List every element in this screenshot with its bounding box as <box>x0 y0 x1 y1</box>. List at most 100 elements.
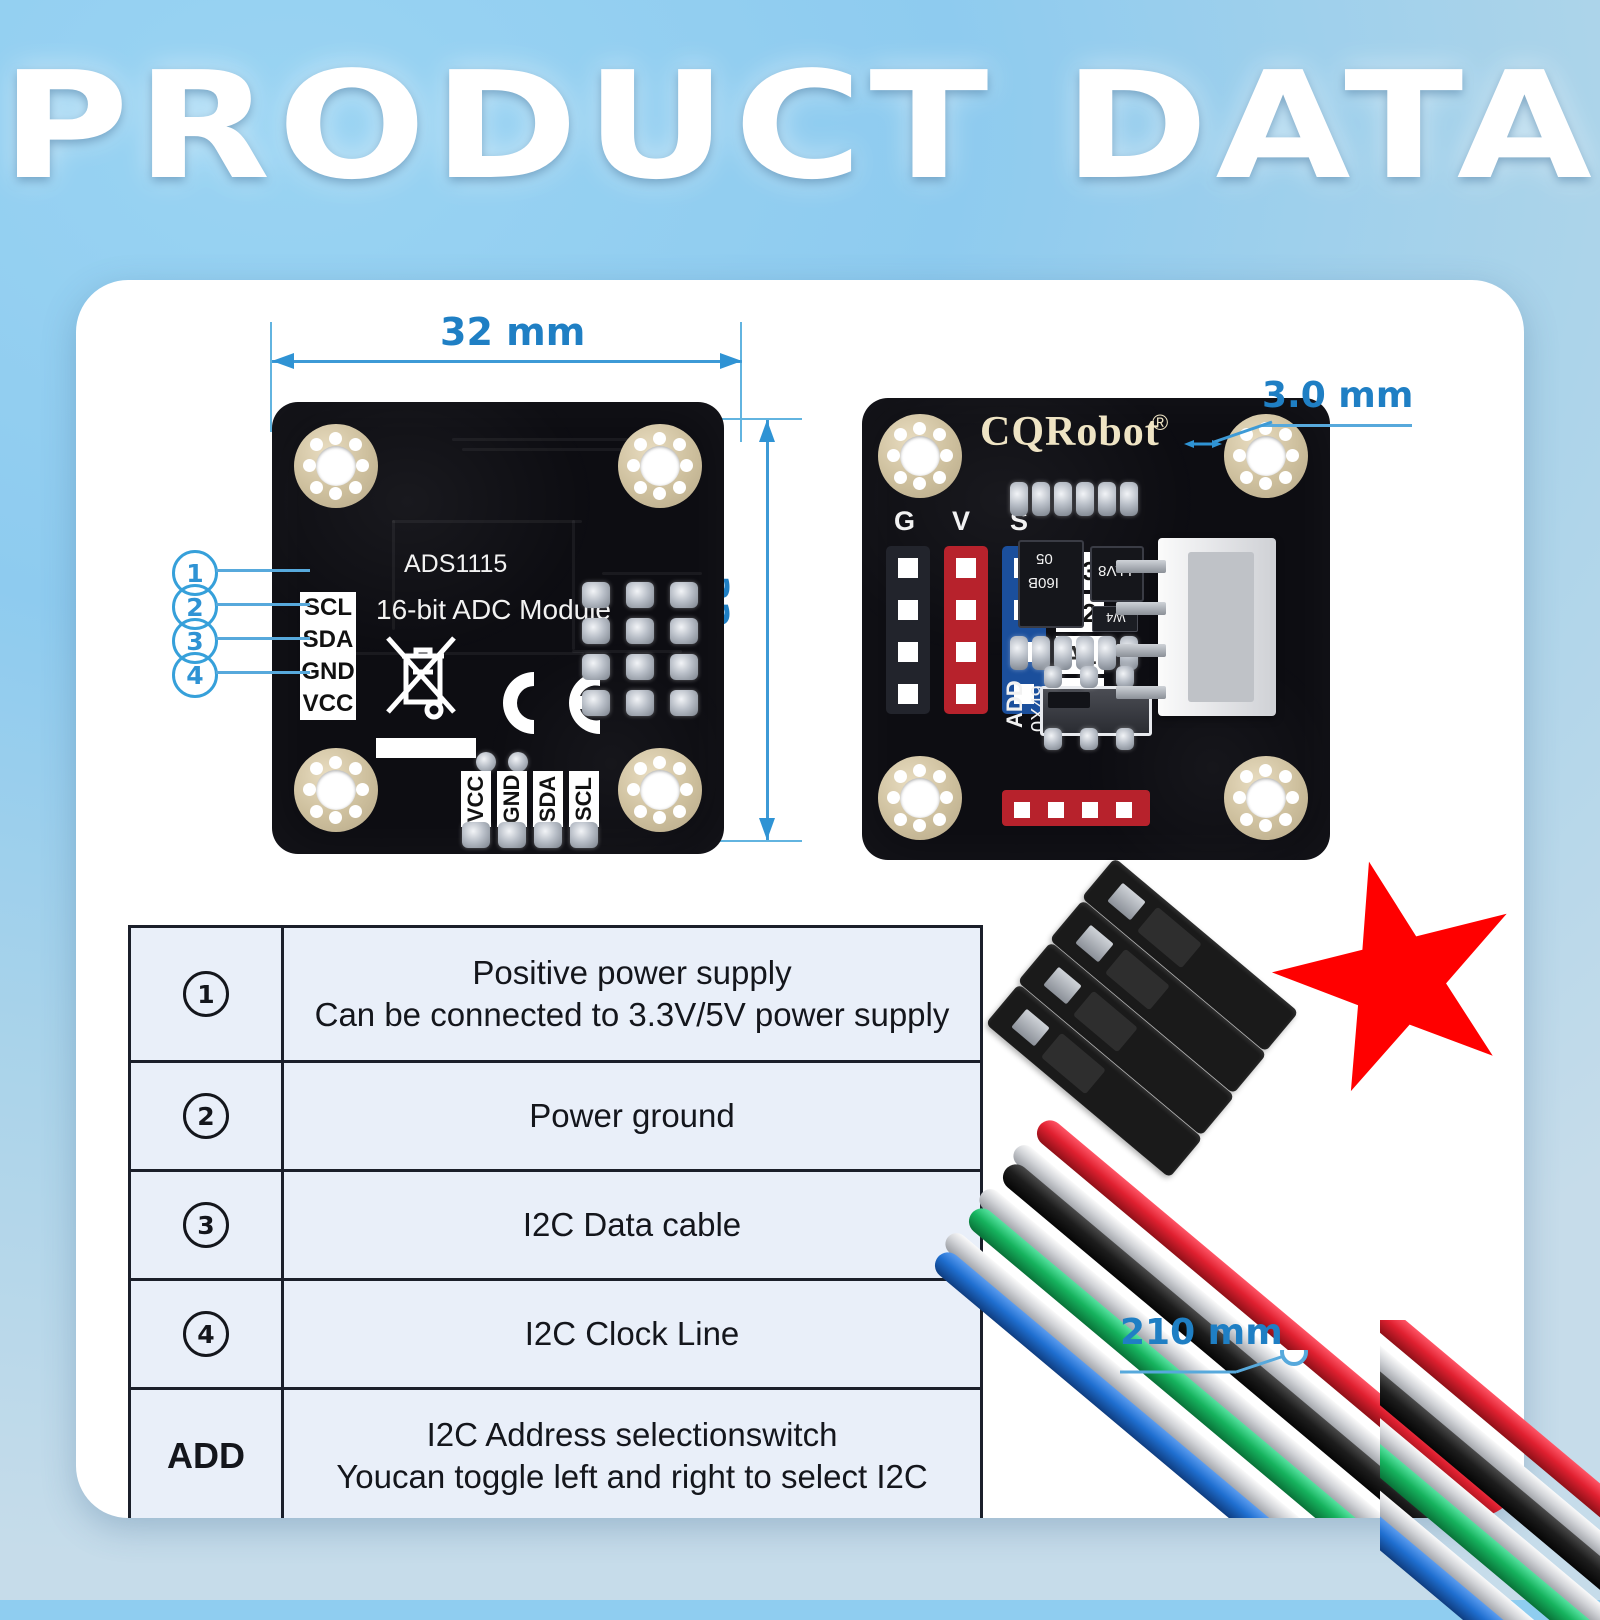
solder-pad <box>582 654 610 680</box>
hole-dim-arrow <box>1184 420 1273 448</box>
jst-connector-slot <box>1188 552 1254 702</box>
pcb-trace <box>452 438 652 441</box>
solder-pad <box>498 822 526 848</box>
switch-label-add: ADD <box>1002 680 1027 728</box>
cable-overflow-wires <box>1380 1320 1600 1620</box>
dim-label-hole: 3.0 mm <box>1262 375 1414 416</box>
weee-bin-icon <box>386 636 456 720</box>
solder-pad <box>670 690 698 716</box>
table-cell-line: Power ground <box>529 1096 735 1134</box>
header-label-v: V <box>952 506 971 536</box>
switch-pin <box>1044 728 1062 750</box>
mounting-hole <box>1224 756 1308 840</box>
jst-pin <box>1116 686 1166 699</box>
header-pin <box>1116 802 1132 818</box>
solder-pad <box>570 822 598 848</box>
solder-pad <box>626 654 654 680</box>
jst-pin <box>1116 602 1166 615</box>
dim-ext-bottom-right <box>692 840 802 842</box>
header-pin <box>956 558 976 578</box>
table-cell-line: I2C Data cable <box>522 1205 742 1243</box>
table-row-key: 3 <box>128 1169 284 1281</box>
module-description-label: 16-bit ADC Module <box>376 594 612 625</box>
pcb-trace <box>392 520 582 523</box>
circled-number: 1 <box>183 971 229 1017</box>
mounting-hole-dimensioned <box>1224 414 1308 498</box>
dim-ext-right <box>740 322 742 442</box>
table-cell-line: Youcan toggle left and right to select I… <box>336 1458 928 1495</box>
smd-resistor <box>1098 636 1116 670</box>
content-card: 32 mm 32 mm <box>76 280 1524 1518</box>
solder-pad <box>534 822 562 848</box>
header-pin <box>1082 802 1098 818</box>
dim-label-cable: 210 mm <box>1120 1312 1283 1353</box>
header-pin <box>898 600 918 620</box>
table-row-key: 2 <box>128 1060 284 1172</box>
pcb-back-side: ADS1115 16-bit ADC Module <box>272 402 724 854</box>
jst-pin <box>1116 644 1166 657</box>
mounting-hole <box>878 756 962 840</box>
solder-pad <box>582 690 610 716</box>
solder-pad <box>670 582 698 608</box>
smd-resistor <box>1032 482 1050 516</box>
hole-dim-leader <box>1262 424 1412 427</box>
table-row-value: I2C Clock Line <box>281 1278 983 1390</box>
mounting-hole <box>618 748 702 832</box>
pcb-trace <box>572 650 682 653</box>
jst-pin <box>1116 560 1166 573</box>
pin-label-vcc: VCC <box>300 688 356 720</box>
mounting-hole <box>618 424 702 508</box>
header-pin <box>956 642 976 662</box>
table-row: 1 Positive power supply Can be connected… <box>128 925 983 1063</box>
table-row-key: 1 <box>128 925 284 1063</box>
dim-ext-top-right <box>692 418 802 420</box>
solder-pad <box>582 582 610 608</box>
dim-line-height <box>766 420 769 840</box>
dim-line-width <box>272 360 742 363</box>
header-pin <box>898 684 918 704</box>
table-row: 2 Power ground <box>128 1060 983 1172</box>
header-pin <box>898 558 918 578</box>
dim-ext-left <box>270 322 272 432</box>
cable-dim-leader <box>1120 1350 1308 1374</box>
ic-marking-i60b: I60B <box>1028 574 1059 591</box>
pin-label-scl: SCL <box>300 592 356 624</box>
table-cell-line: Can be connected to 3.3V/5V power supply <box>314 996 950 1033</box>
regulator-ic-chip <box>1090 546 1144 602</box>
circled-number: 2 <box>183 1093 229 1139</box>
page-title: PRODUCT DATA <box>0 40 1600 212</box>
table-row-key: ADD <box>128 1387 284 1518</box>
switch-pin <box>1080 728 1098 750</box>
header-pin <box>1048 802 1064 818</box>
pin-label-sda: SDA <box>300 624 356 656</box>
table-cell-line: I2C Address selectionswitch <box>426 1415 838 1453</box>
solder-pad <box>462 822 490 848</box>
table-row: 4 I2C Clock Line <box>128 1278 983 1390</box>
part-number-label: ADS1115 <box>404 550 508 578</box>
solder-pad <box>670 654 698 680</box>
mounting-hole <box>294 424 378 508</box>
smd-resistor <box>1010 636 1028 670</box>
header-pin <box>956 600 976 620</box>
smd-resistor <box>1076 636 1094 670</box>
table-row-value: I2C Data cable <box>281 1169 983 1281</box>
dim-arrow-up <box>759 420 775 442</box>
pin-label-bottom-gnd: GND <box>497 771 527 827</box>
callout-leader-4 <box>216 671 310 674</box>
brand-label: CQRobot <box>980 409 1160 455</box>
smd-resistor <box>1054 482 1072 516</box>
header-pin <box>956 684 976 704</box>
switch-pin <box>1116 728 1134 750</box>
pin-label-bottom-scl: SCL <box>569 771 599 827</box>
table-row-value: Power ground <box>281 1060 983 1172</box>
dim-arrow-right <box>720 353 742 369</box>
ic-marking-05: 05 <box>1036 550 1053 567</box>
mounting-hole <box>878 414 962 498</box>
switch-pin <box>1116 666 1134 688</box>
table-cell-line: I2C Clock Line <box>524 1314 740 1352</box>
dip-switch-lever <box>1048 692 1090 708</box>
dim-label-width: 32 mm <box>440 310 586 354</box>
table-row-value: I2C Address selectionswitch Youcan toggl… <box>281 1387 983 1518</box>
mounting-hole <box>294 748 378 832</box>
